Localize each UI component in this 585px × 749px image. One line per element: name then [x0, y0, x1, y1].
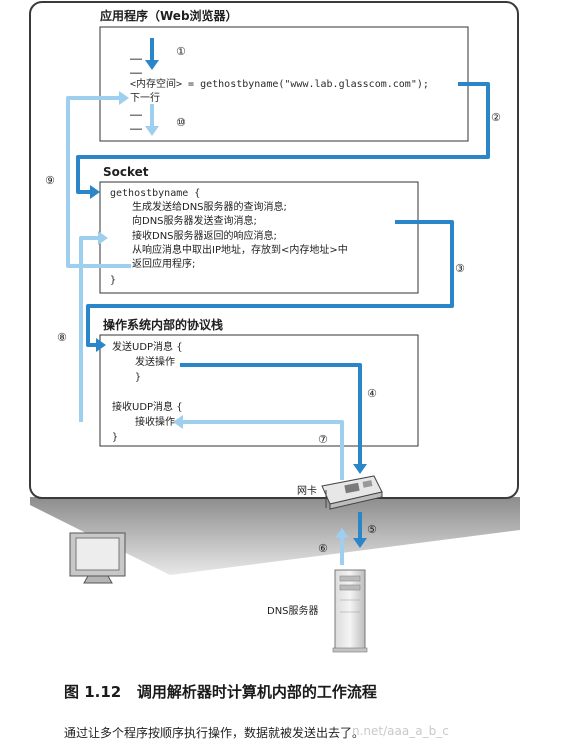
os-box: 操作系统内部的协议栈 发送UDP消息 { 发送操作 } 接收UDP消息 { 接收… [99, 317, 419, 447]
step-number: ⑨ [45, 174, 55, 187]
os-line: } [112, 432, 118, 443]
step-number: ⑥ [318, 542, 328, 555]
app-box: 应用程序（Web浏览器） …… …… <内存空间> = gethostbynam… [99, 8, 469, 142]
os-line: } [135, 372, 141, 383]
socket-box: Socket gethostbyname { 生成发送给DNS服务器的查询消息;… [99, 165, 419, 294]
step-number: ④ [367, 387, 377, 400]
watermark-text: n.net/aaa_a_b_c [352, 724, 449, 738]
socket-line: 生成发送给DNS服务器的查询消息; [132, 200, 287, 213]
socket-line: 接收DNS服务器返回的响应消息; [132, 229, 277, 242]
socket-line: 从响应消息中取出IP地址，存放到<内存地址>中 [132, 243, 348, 256]
nic-label: 网卡 [297, 484, 317, 497]
arrowhead-step-8 [98, 231, 108, 245]
os-line: 接收操作 [135, 415, 175, 428]
step-number: ① [176, 45, 186, 58]
light-arrows [66, 96, 344, 565]
socket-box-frame [99, 181, 419, 294]
arrow-step-8 [79, 236, 98, 422]
app-line: …… [130, 108, 142, 119]
arrowhead-step-9 [119, 91, 129, 105]
socket-line: 返回应用程序; [132, 257, 195, 270]
os-box-frame [99, 334, 419, 447]
arrow-step-9 [66, 96, 131, 268]
os-line: 发送UDP消息 { [112, 340, 183, 353]
step-number: ② [491, 111, 501, 124]
os-line: 接收UDP消息 { [112, 400, 183, 413]
app-line: …… [130, 66, 142, 77]
socket-line: 向DNS服务器发送查询消息; [132, 214, 257, 227]
app-line: …… [130, 52, 142, 63]
dns-server-icon [332, 569, 368, 653]
arrowhead-step-3 [96, 338, 106, 352]
arrowhead-step-4 [353, 464, 367, 474]
socket-box-title: Socket [103, 165, 149, 179]
arrowhead-step-6 [335, 528, 349, 538]
step-number: ⑦ [318, 433, 328, 446]
monitor-icon [69, 532, 126, 584]
arrow-step-7 [183, 420, 344, 480]
step-number: ⑩ [176, 116, 186, 129]
socket-line: gethostbyname { [110, 188, 200, 199]
app-line-next: 下一行 [130, 91, 160, 104]
arrowhead-step-5 [353, 538, 367, 548]
figure-caption: 通过让多个程序按顺序执行操作，数据就被发送出去了。 [64, 726, 365, 740]
arrowhead-step-2 [90, 185, 100, 199]
os-line: 发送操作 [135, 355, 175, 368]
arrow-step-2 [76, 82, 490, 194]
arrowhead-step-7 [173, 415, 183, 429]
computer-shadow [30, 497, 520, 575]
arrowhead-step-10 [145, 126, 159, 136]
arrowhead-step-1 [145, 60, 159, 70]
dark-arrows [76, 38, 490, 538]
app-box-frame [99, 26, 469, 142]
step-number: ⑤ [367, 523, 377, 536]
app-line: …… [130, 122, 142, 133]
figure-title: 图 1.12 调用解析器时计算机内部的工作流程 [64, 683, 377, 701]
arrow-step-3 [86, 220, 454, 347]
light-arrowheads [98, 91, 349, 538]
arrow-step-4 [180, 363, 362, 464]
app-line-gethostbyname-call: <内存空间> = gethostbyname("www.lab.glasscom… [130, 77, 429, 90]
os-box-title: 操作系统内部的协议栈 [103, 317, 223, 332]
socket-line: } [110, 275, 116, 286]
dark-arrowheads [90, 60, 367, 548]
dns-server-label: DNS服务器 [267, 604, 319, 617]
network-card-icon [321, 475, 383, 510]
step-number: ⑧ [57, 331, 67, 344]
app-box-title: 应用程序（Web浏览器） [100, 8, 238, 23]
step-number: ③ [455, 262, 465, 275]
